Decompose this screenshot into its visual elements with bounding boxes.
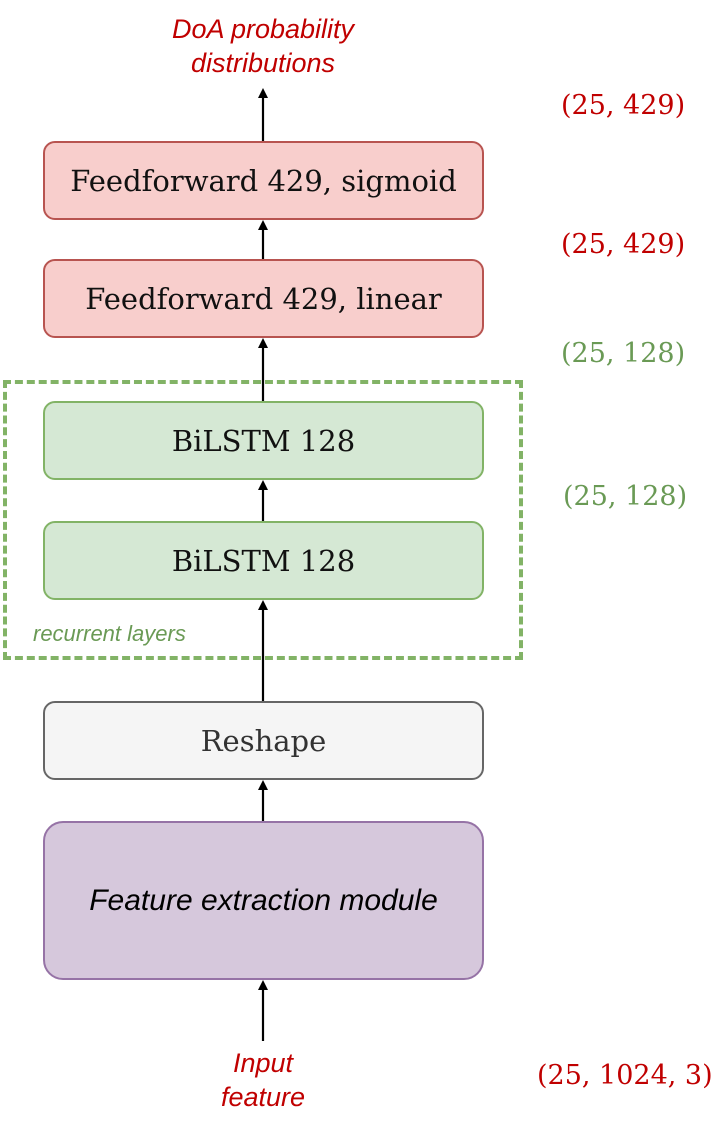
- shape-linear: (25, 429): [561, 229, 686, 260]
- shape-bilstm-lower: (25, 128): [563, 481, 688, 512]
- feature-extraction-block: Feature extraction module: [43, 821, 484, 980]
- feature-extraction-label: Feature extraction module: [89, 883, 438, 917]
- bilstm-upper-label: BiLSTM 128: [171, 423, 356, 458]
- feedforward-sigmoid-label: Feedforward 429, sigmoid: [70, 163, 457, 198]
- shape-output: (25, 429): [561, 90, 686, 121]
- input-label-line2: feature: [220, 1082, 306, 1112]
- output-label: DoA probability distributions: [133, 12, 393, 80]
- reshape-block: Reshape: [43, 701, 484, 780]
- shape-input: (25, 1024, 3): [537, 1060, 713, 1091]
- bilstm-lower-block: BiLSTM 128: [43, 521, 484, 600]
- bilstm-lower-label: BiLSTM 128: [171, 543, 356, 578]
- recurrent-layers-group: [3, 380, 523, 660]
- feedforward-linear-block: Feedforward 429, linear: [43, 259, 484, 338]
- reshape-label: Reshape: [200, 723, 327, 758]
- output-label-line1: DoA probability: [171, 14, 355, 44]
- bilstm-upper-block: BiLSTM 128: [43, 401, 484, 480]
- shape-bilstm-upper: (25, 128): [561, 338, 686, 369]
- input-label-line1: Input: [232, 1048, 294, 1078]
- output-label-line2: distributions: [190, 48, 336, 78]
- feedforward-sigmoid-block: Feedforward 429, sigmoid: [43, 141, 484, 220]
- feedforward-linear-label: Feedforward 429, linear: [85, 281, 442, 316]
- input-label: Input feature: [163, 1046, 363, 1114]
- recurrent-layers-label: recurrent layers: [33, 621, 186, 646]
